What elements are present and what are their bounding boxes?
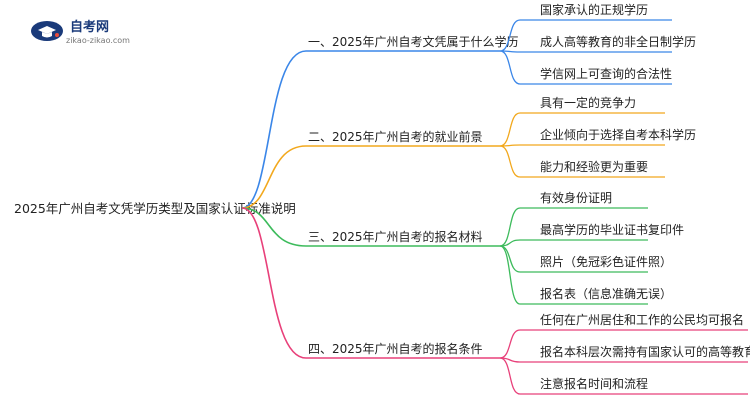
leaf-label: 报名本科层次需持有国家认可的高等教育学历 [540, 344, 750, 359]
leaf-label: 企业倾向于选择自考本科学历 [540, 127, 696, 142]
branch-label: 三、2025年广州自考的报名材料 [308, 229, 483, 244]
branch-label: 二、2025年广州自考的就业前景 [308, 129, 483, 144]
leaf-label: 最高学历的毕业证书复印件 [540, 222, 684, 237]
leaf-label: 有效身份证明 [540, 190, 612, 205]
leaf-label: 能力和经验更为重要 [540, 159, 648, 174]
root-branch-connector [241, 207, 307, 359]
branch-leaf-connector [499, 19, 521, 52]
branch-leaf-connector [499, 50, 521, 85]
branch-leaf-connector [499, 245, 521, 305]
root-node: 2025年广州自考文凭学历类型及国家认证标准说明 [14, 201, 296, 216]
branch-leaf-connector [499, 145, 521, 178]
branch-leaf-connector [499, 329, 521, 359]
leaf-label: 照片（免冠彩色证件照） [540, 254, 672, 269]
leaf-label: 具有一定的竞争力 [540, 95, 636, 110]
root-branch-connector [241, 207, 307, 247]
logo: 自考网 zikao-zikao.com [30, 14, 150, 54]
root-branch-connector [241, 145, 307, 209]
leaf-label: 注意报名时间和流程 [540, 376, 648, 391]
leaf-label: 报名表（信息准确无误） [540, 286, 672, 301]
branch-label: 四、2025年广州自考的报名条件 [308, 341, 483, 356]
leaf-label: 学信网上可查询的合法性 [540, 66, 672, 81]
root-branch-connector [241, 50, 307, 209]
branch-leaf-connector [499, 207, 521, 247]
graduation-cap-icon [31, 21, 63, 41]
logo-name: 自考网 [70, 20, 110, 35]
leaf-label: 成人高等教育的非全日制学历 [540, 34, 696, 49]
branch-leaf-connector [499, 112, 521, 147]
leaf-label: 任何在广州居住和工作的公民均可报名 [540, 312, 744, 327]
logo-url: zikao-zikao.com [66, 36, 130, 45]
branch-label: 一、2025年广州自考文凭属于什么学历 [308, 34, 519, 49]
branch-leaf-connector [499, 357, 521, 395]
leaf-label: 国家承认的正规学历 [540, 2, 648, 17]
branch-leaf-connector [499, 245, 521, 273]
